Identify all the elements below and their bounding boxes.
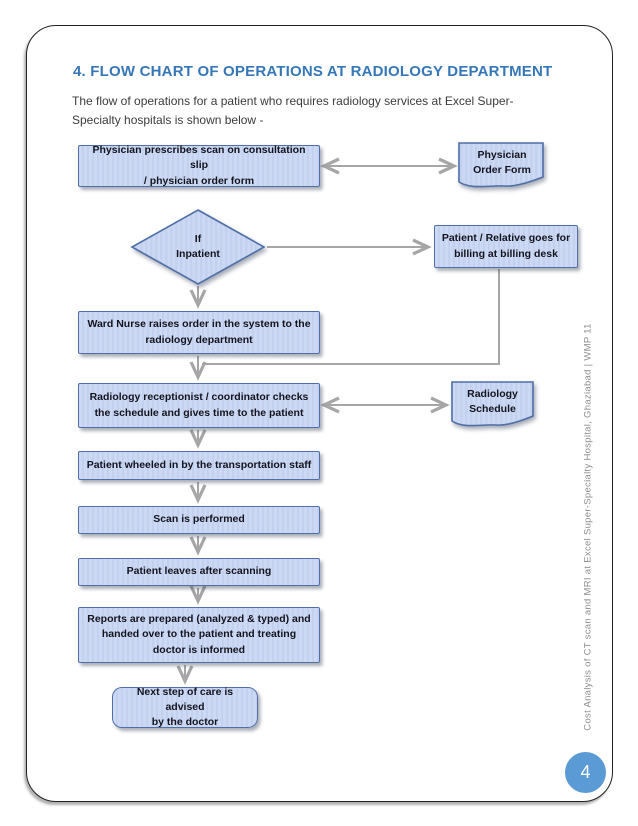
page-number-badge: 4: [565, 752, 606, 793]
node-patient-wheeled: Patient wheeled in by the transportation…: [78, 451, 320, 480]
node-patient-leaves: Patient leaves after scanning: [78, 558, 320, 586]
node-scan-performed: Scan is performed: [78, 506, 320, 534]
document-shape-radiology-schedule: [451, 381, 534, 427]
node-physician-prescribes: Physician prescribes scan on consultatio…: [78, 144, 320, 187]
node-billing-desk: Patient / Relative goes for billing at b…: [434, 225, 578, 268]
page-title: 4. FLOW CHART OF OPERATIONS AT RADIOLOGY…: [73, 63, 553, 80]
node-ward-nurse-order: Ward Nurse raises order in the system to…: [78, 311, 320, 354]
node-receptionist-schedule: Radiology receptionist / coordinator che…: [78, 383, 320, 428]
intro-paragraph: The flow of operations for a patient who…: [72, 94, 514, 128]
vertical-report-caption: Cost Analysis of CT scan and MRI at Exce…: [582, 323, 594, 731]
document-shape-physician-order-form: [458, 142, 544, 188]
node-reports-prepared: Reports are prepared (analyzed & typed) …: [78, 607, 320, 663]
decision-diamond-if-inpatient: [130, 209, 266, 285]
node-next-step-of-care: Next step of care is advised by the doct…: [112, 686, 258, 728]
connector-billing-elbow: [202, 269, 500, 365]
